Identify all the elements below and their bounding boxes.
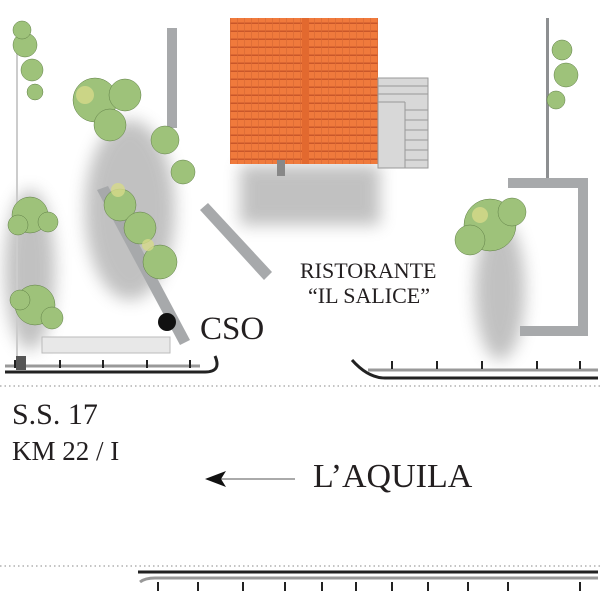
guardrail-upper-right xyxy=(350,359,598,380)
stairs xyxy=(377,77,429,169)
walls xyxy=(16,18,588,360)
restaurant-name-line2: “IL SALICE” xyxy=(308,283,430,308)
cso-label: CSO xyxy=(200,311,265,347)
km-label: KM 22 / I xyxy=(12,436,120,466)
direction-label: L’AQUILA xyxy=(313,458,473,495)
trees xyxy=(7,20,579,330)
guardrail-lower xyxy=(138,570,598,591)
restaurant-building xyxy=(230,18,378,176)
road-label: S.S. 17 xyxy=(12,398,98,431)
cso-marker xyxy=(158,313,176,331)
direction-arrow-icon xyxy=(205,471,295,487)
guardrail-upper-left xyxy=(5,355,219,374)
restaurant-name-line1: RISTORANTE xyxy=(300,258,437,283)
